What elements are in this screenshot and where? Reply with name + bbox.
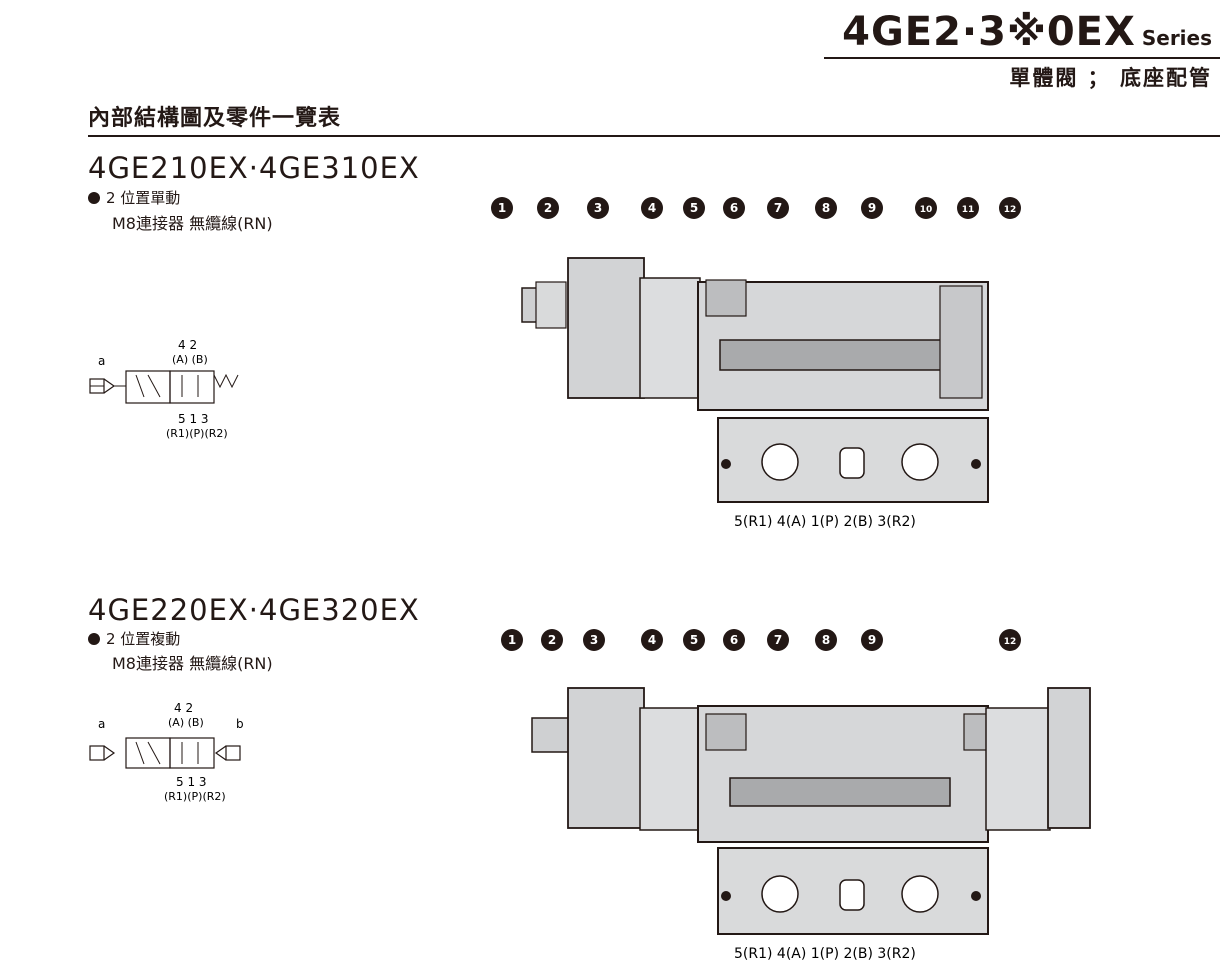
series-main: 4GE2·3※0EX — [842, 9, 1136, 55]
part-marker-6 — [723, 197, 745, 219]
part-marker-8 — [815, 629, 837, 651]
section-title: 內部結構圖及零件一覽表 — [88, 106, 342, 131]
part-number-label: 9 — [868, 633, 876, 647]
part-marker-6 — [723, 629, 745, 651]
m8-connector-left — [531, 717, 571, 753]
model-title-single: 4GE210EX·4GE310EX — [88, 151, 420, 185]
part-marker-11 — [957, 197, 979, 219]
part-marker-1 — [501, 629, 523, 651]
part-marker-12 — [999, 197, 1021, 219]
valve-box-b — [169, 370, 215, 404]
valve-symbol-double: a b 4 2 (A) (B) 5 1 3 (R1)(P)(R2) — [89, 701, 244, 803]
port-labels: 5(R1) 4(A) 1(P) 2(B) 3(R2) — [734, 514, 916, 530]
part-marker-9 — [861, 197, 883, 219]
valve-box-b — [169, 737, 215, 769]
part-number-label: 10 — [920, 205, 933, 215]
part-number-label: 3 — [590, 633, 598, 647]
solenoid-coil-left — [567, 687, 645, 829]
port-labels: 5(R1) 4(A) 1(P) 2(B) 3(R2) — [734, 946, 916, 962]
type-text: 2 位置單動 — [106, 189, 181, 207]
part-marker-8 — [815, 197, 837, 219]
model-type-double: 2 位置複動 — [88, 628, 180, 649]
part-marker-10 — [915, 197, 937, 219]
symbol-top-ports: 4 2 — [174, 701, 193, 715]
series-suffix: Series — [1141, 26, 1212, 50]
part-number-label: 7 — [774, 633, 782, 647]
part-marker-9 — [861, 629, 883, 651]
part-number-label: 12 — [1004, 637, 1017, 647]
part-marker-1 — [491, 197, 513, 219]
part-number-label: 4 — [648, 633, 656, 647]
solenoid-coil — [567, 257, 645, 399]
part-number-label: 6 — [730, 633, 738, 647]
model-type-single: 2 位置單動 — [88, 187, 180, 208]
symbol-bottom-names: (R1)(P)(R2) — [164, 790, 226, 803]
part-number-label: 8 — [822, 201, 830, 215]
part-marker-2 — [537, 197, 559, 219]
solenoid-coil-right — [1047, 687, 1091, 829]
symbol-bottom-names: (R1)(P)(R2) — [166, 427, 228, 440]
part-number-label: 12 — [1004, 205, 1017, 215]
pilot-valve — [705, 279, 747, 317]
part-number-label: 5 — [690, 201, 698, 215]
part-number-label: 5 — [690, 633, 698, 647]
spool — [729, 777, 951, 807]
part-marker-7 — [767, 197, 789, 219]
part-number-label: 9 — [868, 201, 876, 215]
part-number-label: 4 — [648, 201, 656, 215]
pilot-triangle-right-icon — [214, 745, 227, 761]
series-subtitle: 單體閥 ； 底座配管 — [1009, 66, 1212, 90]
part-marker-3 — [583, 629, 605, 651]
part-marker-4 — [641, 629, 663, 651]
flow-arrow-icon — [147, 374, 161, 398]
symbol-top-names: (A) (B) — [168, 716, 204, 729]
part-number-label: 11 — [962, 205, 975, 215]
bullet-dot-icon — [88, 192, 100, 204]
end-cap — [939, 285, 983, 399]
pilot-section — [639, 277, 701, 399]
part-number-label: 7 — [774, 201, 782, 215]
part-number-label: 2 — [544, 201, 552, 215]
header-rule — [824, 57, 1220, 59]
part-marker-12 — [999, 629, 1021, 651]
connector-line-double: M8連接器 無纜線(RN) — [112, 654, 273, 673]
valve-symbol-single: a 4 2 (A) (B) 5 1 3 (R1)(P)(R2) — [89, 338, 239, 440]
part-number-label: 1 — [498, 201, 506, 215]
part-number-label: 8 — [822, 633, 830, 647]
symbol-top-names: (A) (B) — [172, 353, 208, 366]
solenoid-left-icon — [89, 745, 105, 761]
spring-icon — [213, 373, 239, 389]
part-number-label: 2 — [548, 633, 556, 647]
part-marker-7 — [767, 629, 789, 651]
part-marker-3 — [587, 197, 609, 219]
flow-arrow-icon — [135, 374, 145, 398]
spool — [719, 339, 951, 371]
symbol-left-label: a — [98, 717, 105, 731]
part-marker-4 — [641, 197, 663, 219]
part-number-label: 1 — [508, 633, 516, 647]
symbol-bottom-ports: 5 1 3 — [176, 775, 207, 789]
part-marker-5 — [683, 197, 705, 219]
part-marker-5 — [683, 629, 705, 651]
symbol-top-ports: 4 2 — [178, 338, 197, 352]
pilot-triangle-icon — [103, 745, 116, 761]
symbol-left-label: a — [98, 354, 105, 368]
section-rule — [88, 135, 1220, 137]
model-title-double: 4GE220EX·4GE320EX — [88, 593, 420, 627]
type-text: 2 位置複動 — [106, 630, 181, 648]
part-number-label: 3 — [594, 201, 602, 215]
pilot-triangle-icon — [103, 378, 116, 394]
symbol-bottom-ports: 5 1 3 — [178, 412, 209, 426]
symbol-right-label: b — [236, 717, 244, 731]
part-marker-2 — [541, 629, 563, 651]
solenoid-right-icon — [225, 745, 241, 761]
connector-line-single: M8連接器 無纜線(RN) — [112, 214, 273, 233]
part-number-label: 6 — [730, 201, 738, 215]
bullet-dot-icon — [88, 633, 100, 645]
